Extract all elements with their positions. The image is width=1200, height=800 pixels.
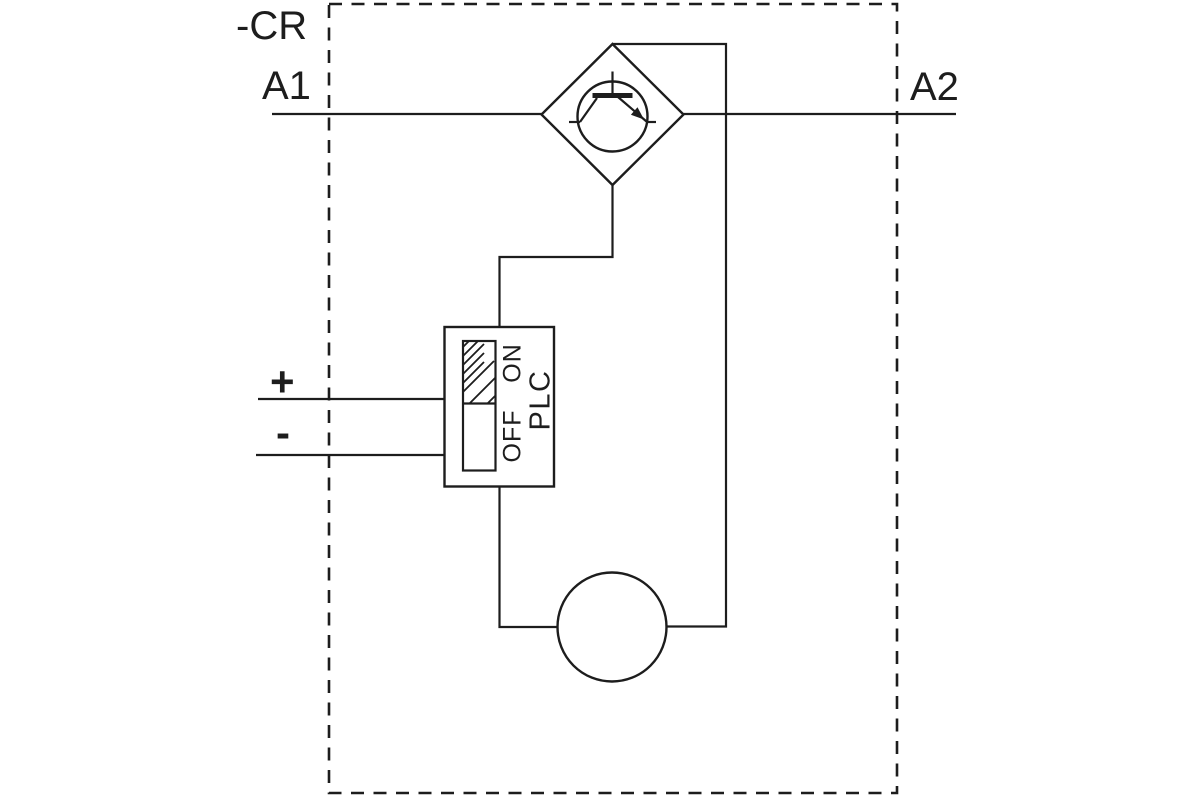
switch-off-label: OFF bbox=[498, 409, 527, 463]
wire-switch-to-coil bbox=[498, 486, 558, 629]
transistor-icon bbox=[569, 71, 656, 153]
wire-top-loop bbox=[613, 42, 728, 628]
diamond-outline bbox=[539, 42, 686, 187]
coil-icon bbox=[556, 571, 668, 683]
ssr-output-symbol bbox=[539, 42, 686, 187]
polarity-plus-label: + bbox=[270, 358, 295, 405]
wire-diamond-to-switch bbox=[498, 185, 614, 327]
polarity-minus-label: - bbox=[276, 409, 290, 456]
transistor-emitter-arrow-icon bbox=[630, 107, 644, 120]
switch-on-label: ON bbox=[498, 343, 527, 383]
plc-switch bbox=[443, 325, 556, 488]
switch-slider-track bbox=[461, 339, 497, 472]
terminal-a1-label: A1 bbox=[262, 64, 311, 108]
terminal-a2-label: A2 bbox=[910, 65, 959, 109]
switch-actuator-hatch bbox=[464, 342, 495, 403]
switch-body bbox=[443, 325, 556, 488]
switch-plc-label: PLC bbox=[524, 369, 557, 431]
relay-ref-label: -CR bbox=[236, 4, 308, 48]
wires bbox=[256, 42, 956, 629]
transistor-collector-leg bbox=[579, 97, 598, 123]
